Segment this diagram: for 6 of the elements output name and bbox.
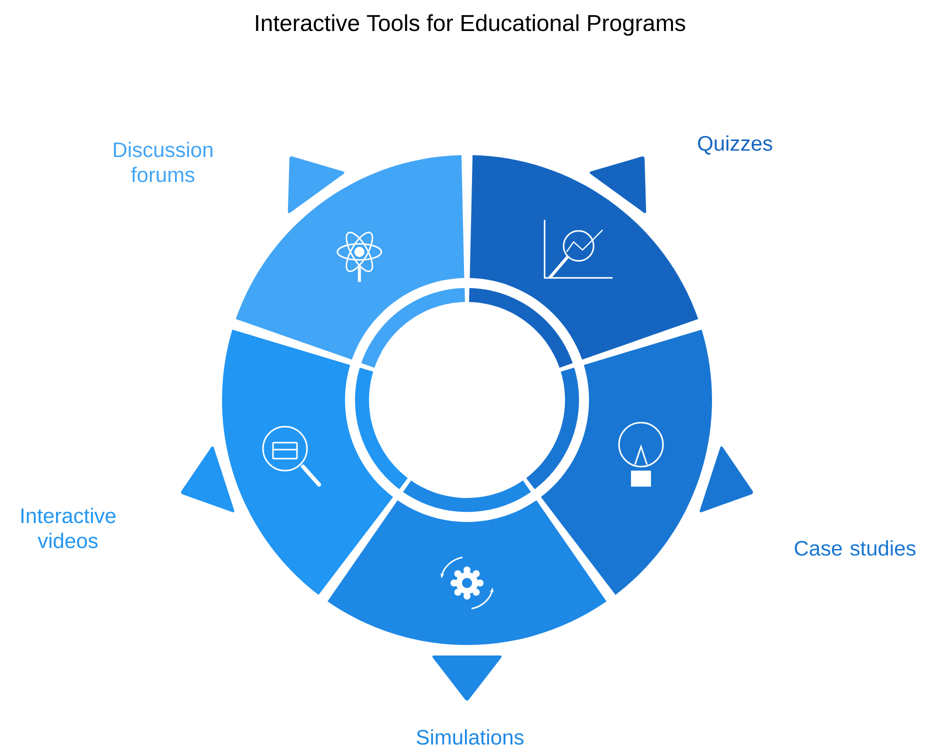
label: Case studies	[794, 540, 916, 556]
label: Quizzes	[698, 135, 772, 155]
label: Interactive videos	[22, 508, 116, 548]
label: Simulations	[416, 729, 524, 745]
label: Discussion forums	[114, 142, 212, 182]
title: Interactive Tools for Educational Programs	[256, 14, 686, 36]
